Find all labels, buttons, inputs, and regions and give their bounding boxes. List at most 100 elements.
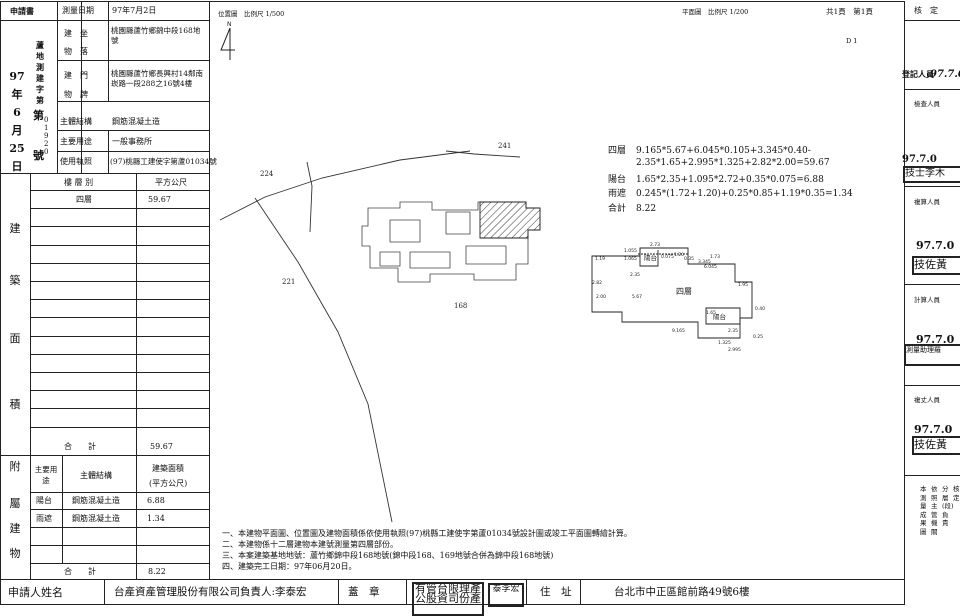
north-arrow-icon bbox=[220, 27, 235, 60]
site-plan-title: 位置圖 比例尺 1/500 bbox=[218, 10, 285, 18]
resurvey-stamp: 技佐黃 bbox=[912, 436, 960, 455]
annex-total-label: 合 計 bbox=[64, 567, 96, 576]
dim-20: 1.325 bbox=[718, 340, 731, 346]
registrar-date: 97.7.0 bbox=[930, 69, 960, 80]
area-total-label: 合 計 bbox=[64, 442, 96, 451]
registrar-role: 登記人員 bbox=[902, 69, 934, 79]
annex-area-header-a: 建築面積 bbox=[152, 464, 184, 473]
formula-total-label: 合計 bbox=[608, 204, 627, 214]
date-column: 97 年 6 月 25 日 bbox=[6, 68, 28, 176]
annex-struct-canopy: 鋼筋混凝土造 bbox=[72, 514, 120, 523]
floor-label-4: 四層 bbox=[676, 287, 692, 296]
formula-total-value: 8.22 bbox=[636, 204, 657, 214]
area-table-rule bbox=[30, 299, 210, 300]
dim-1: 2.73 bbox=[650, 242, 660, 248]
area-floor-4: 四層 bbox=[76, 195, 92, 204]
area-section-char-4: 積 bbox=[9, 398, 21, 411]
boundary-north bbox=[219, 150, 471, 221]
area-table-rule bbox=[30, 336, 210, 337]
person-seal: 泰李宏 bbox=[488, 583, 524, 607]
address-sub: 物 牌 bbox=[64, 90, 88, 99]
area-table-rule bbox=[30, 208, 210, 209]
dim-3: 1.055 bbox=[624, 248, 637, 254]
annex-section-char-2: 屬 bbox=[9, 497, 21, 510]
date-year-char: 年 bbox=[11, 88, 23, 101]
recheck-date: 97.7.0 bbox=[916, 239, 955, 252]
dim-10: 6.045 bbox=[704, 264, 717, 270]
north-label: N bbox=[227, 21, 232, 28]
dim-14: 5.67 bbox=[632, 294, 642, 300]
dim-8: 1.73 bbox=[710, 254, 720, 260]
survey-date-value: 97年7月2日 bbox=[112, 6, 157, 15]
approval-note-col-3: 分層(段)負責 bbox=[942, 485, 954, 527]
note-2: 二、本建物係十二層建物本建號測量第四層部份。 bbox=[222, 540, 398, 549]
company-seal: 有管台限理產公股資司份產 bbox=[412, 582, 484, 616]
approval-note-col-1: 本測量成果圖 bbox=[920, 485, 927, 536]
area-section-char-1: 建 bbox=[9, 222, 21, 235]
lot-241: 241 bbox=[498, 142, 511, 150]
survey-date-label: 測量日期 bbox=[62, 6, 94, 15]
dim-2: 1.19 bbox=[595, 256, 605, 262]
fourth-floor-plan bbox=[591, 247, 753, 339]
address-value: 桃園縣蘆竹鄉長興村14鄰南崁路一段288之16號4樓 bbox=[111, 69, 204, 88]
annex-struct-header: 主體結構 bbox=[80, 471, 112, 480]
inspector-stamp: 技士李木 bbox=[903, 166, 960, 183]
permit-label: 使用執照 bbox=[60, 157, 92, 166]
resurvey-date: 97.7.0 bbox=[914, 423, 953, 436]
dim-21: 2.995 bbox=[728, 347, 741, 353]
balcony-label-top: 陽台 bbox=[644, 253, 657, 262]
calculator-role: 計算人員 bbox=[914, 296, 940, 304]
number-char-last: 號 bbox=[33, 149, 44, 162]
formula-floor4-line1: 9.165*5.67+6.045*0.105+3.345*0.40- bbox=[636, 146, 811, 156]
permit-value: (97)桃縣工建使字第蘆01034號 bbox=[110, 157, 217, 166]
lot-224: 224 bbox=[260, 170, 274, 178]
annex-section-char-4: 物 bbox=[9, 547, 21, 560]
area-table-rule bbox=[30, 317, 210, 318]
lot-168: 168 bbox=[454, 302, 467, 310]
address-label: 建 門 bbox=[64, 71, 88, 80]
notes: 一、本建物平面圖、位置圖及建物面積係依使用執照(97)桃縣工建使字第蘆01034… bbox=[222, 528, 632, 572]
area-floor-header: 樓 層 別 bbox=[64, 178, 94, 187]
boundary-224 bbox=[306, 161, 313, 233]
inspector-role: 檢查人員 bbox=[914, 100, 940, 108]
area-unit-header: 平方公尺 bbox=[155, 178, 187, 187]
area-table-rule bbox=[30, 427, 210, 428]
dim-7: 0.35 bbox=[684, 256, 694, 262]
annex-use-header: 主要用途 bbox=[34, 465, 58, 485]
dim-13: 2.00 bbox=[596, 294, 606, 300]
annex-section-char-3: 建 bbox=[9, 522, 21, 535]
area-value-4: 59.67 bbox=[148, 195, 171, 204]
formula-floor4-line2: 2.35*1.65+2.995*1.325+2.82*2.00=59.67 bbox=[636, 158, 830, 168]
area-table-rule bbox=[30, 408, 210, 409]
area-table-rule bbox=[30, 190, 210, 191]
annex-use-canopy: 雨遮 bbox=[36, 514, 52, 523]
annex-use-balcony: 陽台 bbox=[36, 496, 52, 505]
calculator-stamp: 測量助理羅 bbox=[904, 344, 960, 366]
approval-note-col-4: 核定 bbox=[953, 485, 960, 502]
date-day: 25 bbox=[9, 142, 25, 155]
balcony-label-right: 陽台 bbox=[713, 312, 726, 321]
boundary-west bbox=[254, 197, 393, 523]
annex-area-header-b: (平方公尺) bbox=[149, 479, 188, 488]
registration-number-title: 蘆地測建字第 bbox=[36, 40, 44, 105]
dim-12: 2.82 bbox=[592, 280, 602, 286]
dim-6: 1.20 bbox=[674, 252, 684, 258]
area-table-rule bbox=[30, 245, 210, 246]
area-section-char-3: 面 bbox=[9, 332, 21, 345]
resurvey-role: 複丈人員 bbox=[914, 396, 940, 404]
location-value: 桃園縣蘆竹鄉錦中段168地號 bbox=[111, 26, 201, 45]
inspector-date: 97.7.0 bbox=[902, 154, 937, 165]
annex-total-value: 8.22 bbox=[148, 567, 166, 576]
formula-canopy-value: 0.245*(1.72+1.20)+0.25*0.85+1.19*0.35=1.… bbox=[636, 189, 853, 199]
use-value: 一般事務所 bbox=[112, 137, 152, 146]
area-table-rule bbox=[30, 354, 210, 355]
annex-area-balcony: 6.88 bbox=[147, 496, 165, 505]
dim-9: 3.345 bbox=[698, 259, 711, 265]
number-char-first: 第 bbox=[33, 109, 44, 122]
footer-seal-label: 蓋 章 bbox=[348, 586, 380, 598]
approval-notes: 本測量成果圖 依照主管機關 分層(段)負責 核定 bbox=[920, 485, 960, 536]
approval-note-col-2: 依照主管機關 bbox=[931, 485, 938, 536]
date-day-char: 日 bbox=[11, 160, 23, 173]
footer-address-value: 台北市中正區館前路49號6樓 bbox=[614, 586, 750, 598]
recheck-stamp: 技佐黃 bbox=[912, 256, 960, 275]
